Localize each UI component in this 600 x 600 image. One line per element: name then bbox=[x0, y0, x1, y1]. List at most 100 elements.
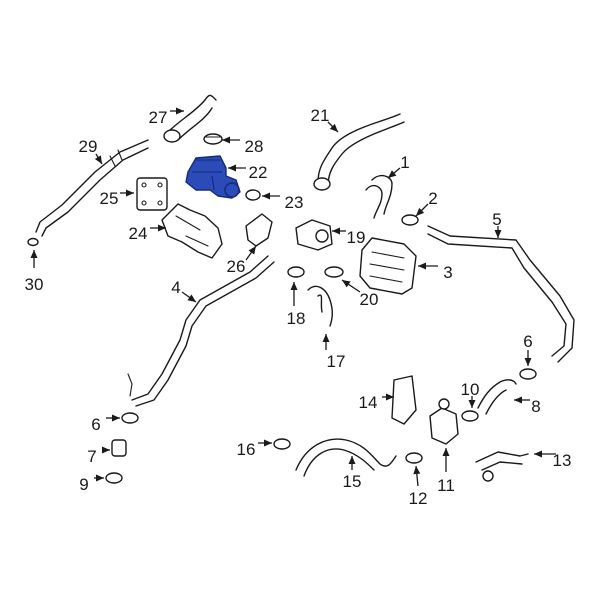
part-24-bracket[interactable] bbox=[161, 203, 223, 259]
part-4-pipe[interactable] bbox=[127, 255, 275, 407]
callout-30: 30 bbox=[25, 250, 44, 294]
part-5-pipe[interactable] bbox=[427, 225, 575, 363]
arrow-head-icon bbox=[514, 396, 522, 404]
arrow-head-icon bbox=[264, 439, 272, 447]
part-10-clamp[interactable] bbox=[461, 410, 479, 422]
callout-21: 21 bbox=[311, 106, 339, 133]
part-13-pipe[interactable] bbox=[475, 451, 529, 482]
callout-18: 18 bbox=[287, 282, 305, 328]
arrow-head-icon bbox=[158, 224, 166, 232]
arrow-head-icon bbox=[126, 189, 134, 197]
arrow-head-icon bbox=[112, 414, 120, 422]
part-26-bracket[interactable] bbox=[245, 213, 273, 247]
callout-number: 12 bbox=[409, 489, 428, 508]
callout-layer: 1234567891011121314151617181920212223242… bbox=[25, 106, 572, 508]
part-23-clamp[interactable] bbox=[245, 189, 261, 201]
callout-11: 11 bbox=[437, 448, 455, 495]
callout-number: 5 bbox=[492, 210, 501, 229]
callout-20: 20 bbox=[341, 279, 379, 309]
part-25-plate[interactable] bbox=[136, 177, 168, 211]
arrow-head-icon bbox=[416, 207, 425, 216]
part-27-hose[interactable] bbox=[163, 94, 217, 143]
part-6-clamp-left[interactable] bbox=[121, 412, 139, 424]
part-1-hose[interactable] bbox=[365, 174, 393, 219]
callout-14: 14 bbox=[359, 393, 394, 412]
arrow-head-icon bbox=[413, 466, 421, 475]
callout-15: 15 bbox=[343, 456, 362, 491]
part-19-fitting[interactable] bbox=[295, 219, 333, 251]
callout-number: 28 bbox=[245, 137, 264, 156]
callout-19: 19 bbox=[332, 227, 366, 247]
callout-number: 6 bbox=[523, 332, 532, 351]
callout-number: 11 bbox=[437, 476, 455, 495]
part-3-cooler[interactable] bbox=[359, 237, 417, 295]
arrow-head-icon bbox=[348, 456, 356, 464]
part-6-clamp-right[interactable] bbox=[519, 368, 537, 380]
arrow-head-icon bbox=[534, 450, 542, 458]
part-18-clamp[interactable] bbox=[287, 266, 305, 278]
callout-8: 8 bbox=[514, 396, 541, 416]
part-15-hose[interactable] bbox=[295, 438, 397, 477]
callout-number: 27 bbox=[149, 108, 168, 127]
callout-5: 5 bbox=[492, 210, 502, 238]
callout-number: 1 bbox=[400, 153, 409, 172]
part-20-clamp[interactable] bbox=[324, 266, 344, 278]
part-12-clamp[interactable] bbox=[405, 452, 423, 464]
callout-10: 10 bbox=[461, 380, 480, 408]
part-7-connector[interactable] bbox=[111, 439, 127, 457]
callout-number: 30 bbox=[25, 275, 44, 294]
callout-17: 17 bbox=[322, 334, 346, 371]
callout-number: 14 bbox=[359, 393, 378, 412]
callout-number: 23 bbox=[285, 193, 304, 212]
arrow-head-icon bbox=[102, 446, 110, 454]
arrow-head-icon bbox=[94, 155, 102, 164]
part-29-pipe[interactable] bbox=[35, 139, 149, 237]
callout-1: 1 bbox=[387, 153, 410, 179]
callout-6: 6 bbox=[523, 332, 533, 366]
arrow-head-icon bbox=[248, 246, 256, 255]
part-17-hose[interactable] bbox=[307, 285, 333, 327]
arrow-head-icon bbox=[187, 294, 196, 302]
part-21-hose[interactable] bbox=[313, 113, 405, 191]
callout-number: 10 bbox=[461, 380, 480, 399]
callout-27: 27 bbox=[149, 107, 184, 127]
part-11-valve[interactable] bbox=[429, 398, 459, 445]
part-22-pump[interactable] bbox=[185, 155, 241, 199]
callout-number: 24 bbox=[129, 224, 148, 243]
callout-number: 19 bbox=[347, 228, 366, 247]
callout-29: 29 bbox=[79, 137, 103, 165]
callout-7: 7 bbox=[87, 446, 110, 466]
callout-number: 17 bbox=[327, 352, 346, 371]
part-16-clamp[interactable] bbox=[273, 438, 291, 450]
callout-number: 13 bbox=[553, 451, 572, 470]
part-8-hose[interactable] bbox=[477, 379, 517, 415]
arrow-head-icon bbox=[524, 358, 532, 366]
arrow-head-icon bbox=[262, 192, 270, 200]
part-28-clamp[interactable] bbox=[203, 133, 223, 145]
part-9-clamp[interactable] bbox=[105, 472, 123, 484]
callout-number: 20 bbox=[360, 290, 379, 309]
arrow-head-icon bbox=[494, 230, 502, 238]
callout-16: 16 bbox=[237, 439, 272, 459]
callout-2: 2 bbox=[415, 189, 438, 217]
part-14-bracket[interactable] bbox=[391, 375, 417, 425]
part-2-clamp[interactable] bbox=[401, 214, 419, 226]
arrow-head-icon bbox=[388, 170, 397, 178]
callout-number: 15 bbox=[343, 472, 362, 491]
callout-3: 3 bbox=[418, 262, 453, 282]
arrow-head-icon bbox=[442, 448, 450, 456]
arrow-head-icon bbox=[342, 280, 351, 288]
callout-number: 6 bbox=[91, 415, 100, 434]
arrow-head-icon bbox=[386, 393, 394, 401]
callout-9: 9 bbox=[79, 474, 104, 494]
callout-number: 7 bbox=[87, 447, 96, 466]
callout-number: 9 bbox=[79, 475, 88, 494]
callout-12: 12 bbox=[409, 465, 428, 508]
callout-24: 24 bbox=[129, 224, 166, 243]
arrow-head-icon bbox=[228, 164, 236, 172]
callout-number: 26 bbox=[227, 257, 246, 276]
part-30-oring[interactable] bbox=[27, 237, 39, 247]
arrow-head-icon bbox=[332, 227, 340, 235]
